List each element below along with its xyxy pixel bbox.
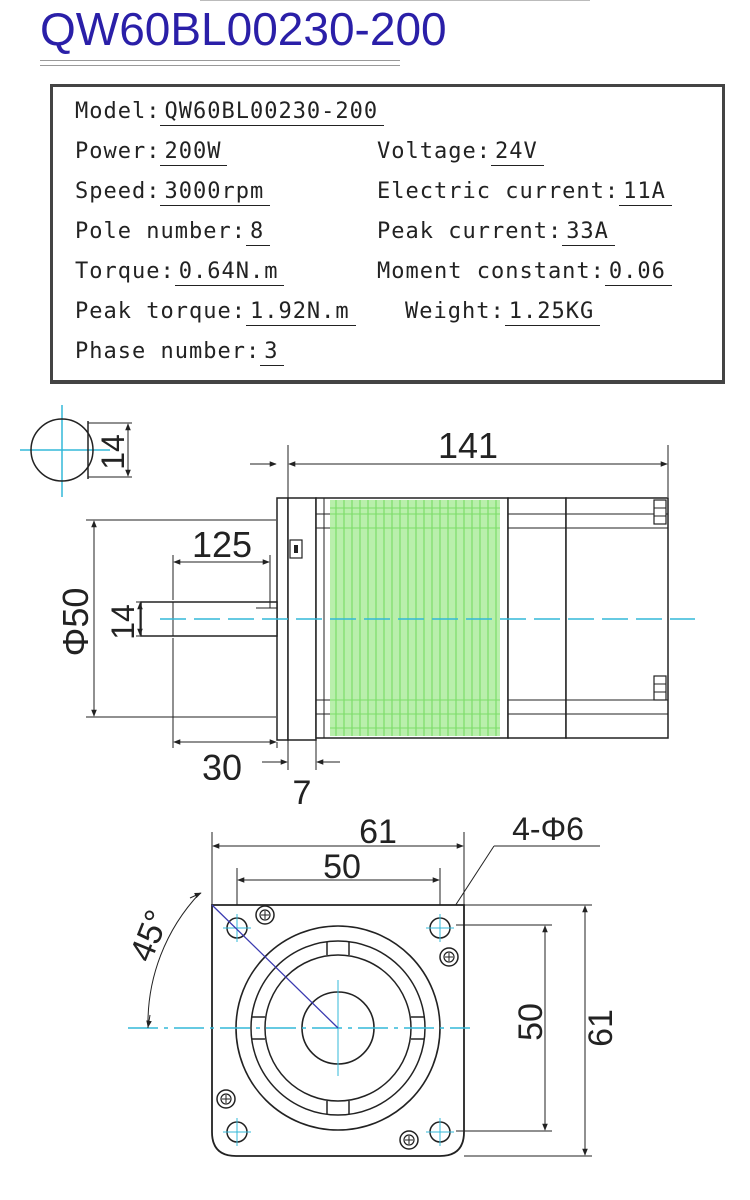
spec-speed: Speed:3000rpm xyxy=(75,179,271,206)
spec-label: Weight: xyxy=(405,299,505,324)
side-view: 141 xyxy=(55,425,695,812)
dim-holes: 4-Φ6 xyxy=(512,811,584,847)
spec-value: 3000rpm xyxy=(160,180,271,206)
spec-model: Model:QW60BL00230-200 xyxy=(75,99,385,126)
title-underline-secondary xyxy=(40,65,400,66)
screw xyxy=(399,1130,419,1150)
end-cap xyxy=(565,497,669,739)
dim-body-length: 141 xyxy=(438,425,498,466)
spec-value: 200W xyxy=(160,140,228,166)
diagonal-line xyxy=(211,904,339,1029)
spec-moment: Moment constant:0.06 xyxy=(377,259,672,286)
top-rule xyxy=(200,0,590,1)
spec-value: 1.25KG xyxy=(504,300,601,326)
spec-torque: Torque:0.64N.m xyxy=(75,259,285,286)
dim-hole-spacing-vertical: 50 xyxy=(512,1003,550,1041)
spec-label: Voltage: xyxy=(377,139,491,164)
spec-label: Phase number: xyxy=(75,339,261,364)
shaft-circle xyxy=(30,418,94,482)
screw xyxy=(439,947,459,967)
winding xyxy=(330,500,500,736)
spec-label: Moment constant: xyxy=(377,259,605,284)
spec-voltage: Voltage:24V xyxy=(377,139,544,166)
end-cap-inner xyxy=(507,497,567,739)
model-title: QW60BL00230-200 xyxy=(40,3,447,55)
shaft-section-view: 14 xyxy=(20,405,132,497)
dim-angle: 45° xyxy=(123,905,177,967)
dim-hole-spacing: 50 xyxy=(323,848,361,886)
spec-label: Pole number: xyxy=(75,219,246,244)
dim-flange-width: 61 xyxy=(359,813,397,851)
dim-flange-thickness: 7 xyxy=(293,774,312,812)
spec-peak-current: Peak current:33A xyxy=(377,219,615,246)
dim-shaft-diameter: 14 xyxy=(105,604,141,640)
spec-current: Electric current:11A xyxy=(377,179,672,206)
spec-value: 33A xyxy=(562,220,615,246)
title-underline xyxy=(40,60,400,61)
spec-label: Speed: xyxy=(75,179,161,204)
dim-shaft-length: 125 xyxy=(192,524,252,565)
dim-flange-height: 61 xyxy=(582,1009,620,1047)
mount-hole xyxy=(426,914,454,942)
angle-arc xyxy=(147,892,201,1029)
spec-label: Power: xyxy=(75,139,161,164)
screw xyxy=(216,1089,236,1109)
mount-hole xyxy=(223,1118,251,1146)
spec-label: Model: xyxy=(75,99,161,124)
spec-peak-torque: Peak torque:1.92N.m xyxy=(75,299,356,326)
spec-value: 8 xyxy=(245,220,271,246)
spec-value: 11A xyxy=(619,180,672,206)
spec-label: Torque: xyxy=(75,259,175,284)
mount-hole xyxy=(426,1118,454,1146)
spec-power: Power:200W xyxy=(75,139,228,166)
spec-pole: Pole number:8 xyxy=(75,219,271,246)
spec-phase: Phase number:3 xyxy=(75,339,285,366)
spec-value: 1.92N.m xyxy=(245,300,356,326)
screw xyxy=(255,905,275,925)
spec-label: Peak torque: xyxy=(75,299,246,324)
mount-hole xyxy=(223,914,251,942)
spec-value: 3 xyxy=(260,340,285,366)
dim-flange-diameter: Φ50 xyxy=(55,588,96,657)
spec-value: 0.06 xyxy=(604,260,672,286)
spec-weight: Weight:1.25KG xyxy=(405,299,601,326)
dim-shaft-section: 14 xyxy=(95,434,131,470)
spec-label: Electric current: xyxy=(377,179,620,204)
spec-value: 0.64N.m xyxy=(174,260,285,286)
front-view: 61 50 4-Φ6 xyxy=(123,811,620,1157)
spec-label: Peak current: xyxy=(377,219,563,244)
end-screw xyxy=(653,499,667,525)
spec-table: Model:QW60BL00230-200 Power:200W Voltage… xyxy=(50,84,725,384)
spec-value: 24V xyxy=(490,140,544,166)
spec-value: QW60BL00230-200 xyxy=(160,100,385,126)
end-screw xyxy=(653,675,667,701)
